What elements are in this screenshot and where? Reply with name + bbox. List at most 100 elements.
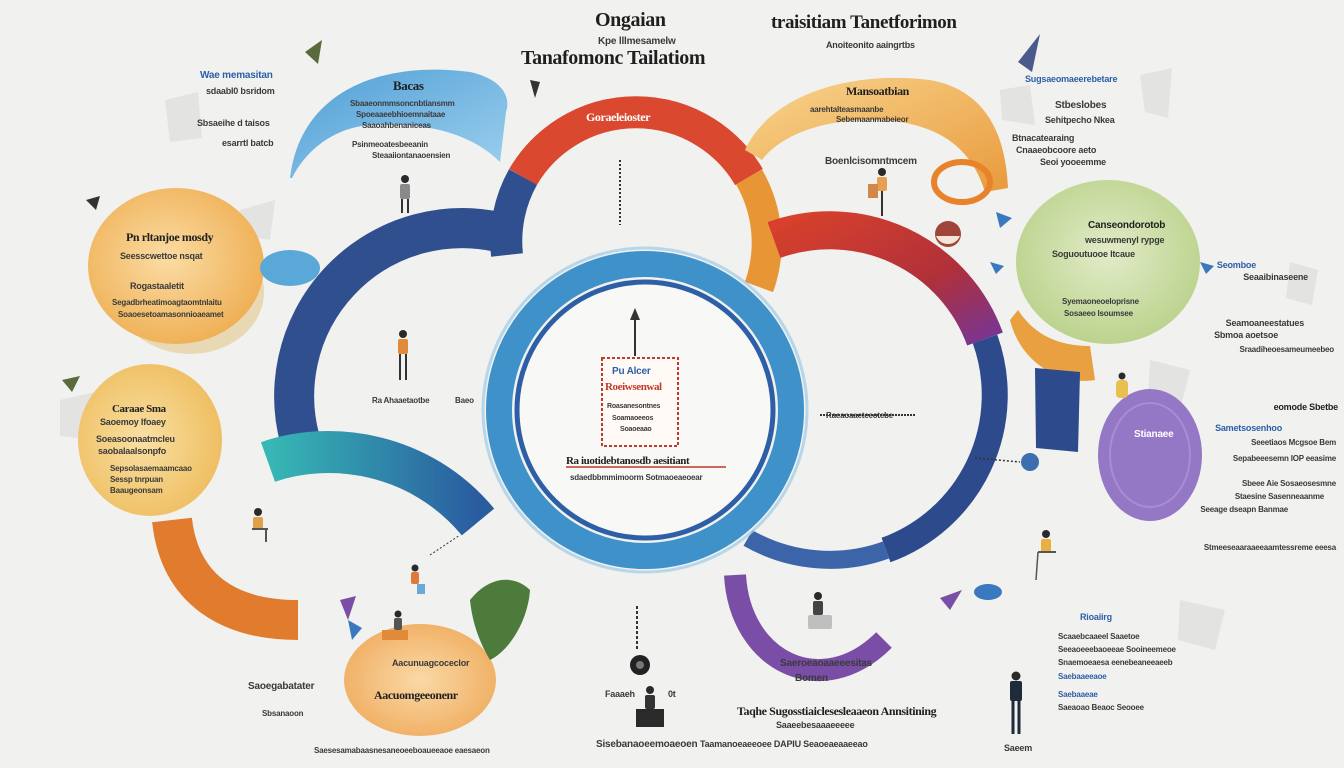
top-left-note-title: Wae memasitan [200, 70, 273, 81]
blue-dot-small [974, 584, 1002, 600]
bottom-right-note-title: Rioaiirg [1080, 612, 1112, 622]
red-arc [509, 96, 763, 186]
paper-scrap [165, 92, 202, 142]
right-lower-note-line: Seeage dseapn Banmae [1200, 505, 1288, 514]
blue-banner-line: Spoeaaeebhioemnaitaae [356, 110, 446, 119]
purple-circle-label: Stianaee [1134, 429, 1174, 440]
top-right-note-title: Sugsaeomaeerebetare [1025, 74, 1118, 84]
arrow-head-icon [1200, 262, 1214, 274]
green-circle-orange-piece [1010, 310, 1095, 381]
left-orange-circle-title: Pn rltanjoe mosdy [126, 230, 214, 244]
center-box [601, 357, 679, 447]
blue-banner-line: Sbaaeonmmsoncnbtiansmm [350, 99, 455, 108]
right-ring-label: Raeaoaaeteeotebe [826, 411, 894, 420]
green-circle-title: Canseondorotob [1088, 220, 1166, 231]
person-figure [382, 610, 408, 640]
blue-arc-lower-right [743, 530, 890, 569]
connector-line [974, 457, 1021, 463]
center-box-line: Soaoeaao [620, 426, 652, 433]
header-subtitle-right: Anoiteonito aaingrtbs [826, 40, 915, 50]
right-lower-note-line: Sametsosenhoo [1215, 423, 1282, 433]
people [252, 168, 1128, 734]
header-subtitle-left: Kpe lllmesamelw [598, 36, 676, 47]
orange-arc-segment [735, 169, 782, 293]
top-left-note-line: esarrtl batcb [222, 138, 274, 148]
green-circle-line: Soguoutuooe ltcaue [1052, 249, 1135, 259]
blue-banner-title: Bacas [393, 78, 424, 93]
header-title-left: Ongaian [595, 9, 666, 31]
right-lower-note-line: Staesine Sasenneaanme [1234, 492, 1324, 501]
blue-banner-line: Steaaiiontanaoensien [372, 151, 451, 160]
paper-scrap [1140, 68, 1172, 118]
arrow-up-icon [630, 308, 640, 320]
center-box-title: Pu Alcer [612, 366, 651, 377]
bottom-purple-title: Saeroeaoaaeeesitas [780, 658, 873, 669]
purple-circle-inner [1109, 402, 1191, 508]
left-yellow-circle-line: saobalaalsonpfo [98, 446, 167, 456]
left-mid-label: Ra Ahaaetaotbe [372, 396, 430, 405]
person-figure [398, 330, 408, 380]
center-caption-line: sdaedbbmmimoorm Sotmaoeaeoear [570, 473, 703, 482]
navy-arc-left [274, 208, 503, 446]
top-right-note-line: Btnacatearaing [1012, 133, 1075, 143]
arrow-head-icon [940, 590, 962, 610]
arrow-head-icon [1018, 34, 1040, 72]
navy-arc-segment [490, 169, 538, 257]
bottom-right-caption-sub: Saaeebesaaaeeeee [776, 720, 855, 730]
orange-arc [152, 517, 299, 640]
person-figure [636, 686, 664, 727]
arrow-head-icon [348, 620, 362, 640]
bottom-center-left: Faaaeh [605, 689, 635, 699]
center-ring-glow [481, 246, 809, 574]
top-right-note-line: Sehitpecho Nkea [1045, 115, 1115, 125]
green-circle-line: Sosaeeo lsoumsee [1064, 309, 1133, 318]
center-ring-inner [514, 279, 776, 541]
person-figure [1010, 671, 1022, 734]
bottom-right-note-line: Saeaoao Beaoc Seooee [1058, 703, 1144, 712]
bottom-right-note-line: Scaaebcaaeel Saaetoe [1058, 632, 1140, 641]
left-yellow-circle-line: Soeasoonaatmcleu [96, 434, 175, 444]
center-box-line: Roeiwsenwal [605, 381, 662, 393]
purple-arc-bottom [724, 574, 892, 681]
red-arc-label: Goraeleioster [586, 110, 651, 124]
bottom-center-right: 0t [668, 689, 676, 699]
person-figure [252, 508, 268, 542]
bottom-left-footer: Saesesamabaasnesaneoeeboaueeaoe eaesaeon [314, 746, 490, 755]
left-yellow-circle [78, 364, 222, 516]
bottom-purple-line: Bomen [795, 673, 828, 684]
orange-banner-caption: Boenlcisomntmcem [825, 156, 917, 167]
right-lower-note-line: Sepabeeesemn IOP eeasime [1232, 454, 1336, 463]
bottom-right-note-line: Saebaaeeaoe [1058, 672, 1107, 681]
blue-banner-line: Psinmeoatesbeeanin [352, 140, 428, 149]
person-figure [1035, 530, 1056, 581]
person-figure [808, 592, 832, 629]
center-caption-title: Ra iuotidebtanosdb aesitiant [566, 455, 690, 467]
center-ring [486, 251, 804, 569]
green-circle [1016, 180, 1200, 344]
right-side-note-line: Seaaibinaseene [1243, 272, 1308, 282]
center-box-line: Roasanesontnes [607, 403, 661, 410]
arrow-head-icon [530, 80, 540, 98]
page-title: Tanafomonc Tailatiom [521, 47, 706, 69]
red-purple-arc [767, 211, 1003, 346]
paper-scrap [1286, 262, 1318, 305]
center-box-line: Soamaoeeos [612, 415, 654, 422]
dark-node-core [636, 661, 644, 669]
left-orange-circle-line: Seesscwettoe nsqat [120, 251, 203, 261]
blue-dot [1021, 453, 1039, 471]
green-circle-line: Syemaoneoeloprisne [1062, 297, 1139, 306]
right-lower-note-line: Seeetiaos Mcgsoe Bem [1251, 438, 1336, 447]
teal-arc [260, 431, 495, 536]
bottom-center-footer: Sisebanaoeemoaeoen [596, 739, 698, 750]
green-leaf [470, 579, 530, 660]
bottom-left-sub: Sbsanaoon [262, 709, 304, 718]
orange-blob [344, 624, 496, 736]
right-lower-note-line: Stmeeseaaraaeeaamtessreme eeesa [1203, 543, 1336, 552]
bottom-right-note-line: Snaemoeaesa eenebeaneeaeeb [1058, 658, 1173, 667]
green-circle-line: wesuwmenyl rypge [1085, 235, 1165, 245]
right-side-note-line: Sraadiheoesameumeebeo [1239, 345, 1334, 354]
top-right-note-line: Stbeslobes [1055, 100, 1107, 111]
person-figure [1116, 372, 1128, 398]
blue-banner-line: Saaoahbenaniceas [362, 121, 431, 130]
navy-arc-right [881, 334, 1008, 563]
